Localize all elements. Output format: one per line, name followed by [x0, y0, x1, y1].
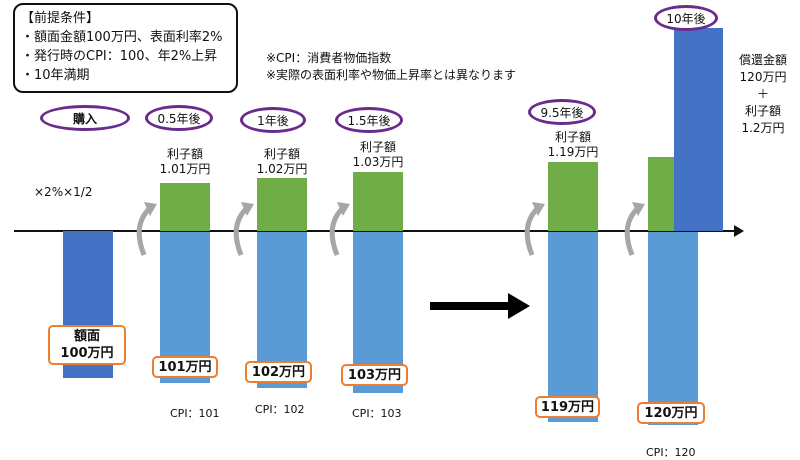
- interest-title: 利子額: [359, 140, 396, 154]
- bar-principal: [648, 232, 698, 425]
- conditions-box: 【前提条件】 ・額面金額100万円、表面利率2% ・発行時のCPI：100、年2…: [13, 3, 238, 93]
- oval-10y: 10年後: [654, 5, 718, 31]
- cpi-label: CPI：102: [255, 403, 305, 416]
- condition-line: ・額面金額100万円、表面利率2%: [21, 30, 223, 45]
- principal-value: 102万円: [251, 364, 306, 380]
- bar-interest: [160, 183, 210, 231]
- interest-value: 1.19万円: [547, 145, 599, 159]
- principal-box: 120万円: [637, 402, 705, 424]
- box-face-value: 額面 100万円: [48, 325, 126, 365]
- redemption-title: 償還金額: [738, 53, 787, 67]
- oval-period: 0.5年後: [145, 105, 213, 131]
- time-axis: [14, 230, 736, 232]
- bar-interest: [548, 162, 598, 231]
- cpi-label: CPI：120: [646, 446, 696, 459]
- purchase-label: 購入: [72, 111, 97, 126]
- interest-value: 1.03万円: [352, 155, 404, 169]
- principal-box: 102万円: [245, 361, 312, 383]
- principal-box: 119万円: [535, 396, 600, 418]
- period-label: 1年後: [257, 113, 289, 128]
- rollover-arrow-icon: [624, 202, 645, 256]
- period-label: 9.5年後: [540, 105, 584, 120]
- redemption-value: 120万円: [739, 70, 787, 84]
- period-label: 1.5年後: [347, 113, 391, 128]
- interest-title: 利子額: [554, 130, 591, 144]
- interest-value: 1.02万円: [256, 162, 308, 176]
- rollover-arrow-icon: [329, 202, 350, 256]
- bar-interest: [257, 178, 307, 231]
- oval-purchase: 購入: [40, 105, 130, 131]
- principal-box: 103万円: [341, 364, 408, 386]
- bar-interest: [353, 172, 403, 231]
- cpi-label: CPI：101: [170, 407, 220, 420]
- conditions-title: 【前提条件】: [21, 11, 100, 26]
- bar-principal: [548, 232, 598, 422]
- cpi-label: CPI：103: [352, 407, 402, 420]
- plus-sign: ＋: [756, 87, 769, 101]
- bar-redemption: [674, 28, 723, 231]
- principal-value: 101万円: [158, 359, 212, 375]
- rollover-arrow-icon: [233, 202, 254, 256]
- principal-value: 120万円: [644, 405, 698, 421]
- condition-line: ・10年満期: [21, 68, 90, 83]
- box-label: 額面: [73, 329, 100, 344]
- notes: ※CPI：消費者物価指数 ※実際の表面利率や物価上昇率とは異なります: [266, 50, 516, 84]
- oval-period: 1年後: [240, 107, 306, 133]
- period-label: 10年後: [666, 11, 706, 26]
- multiplier-label: ×2%×1/2: [34, 185, 93, 199]
- interest-value: 1.2万円: [741, 121, 785, 135]
- box-value: 100万円: [60, 346, 114, 361]
- principal-value: 119万円: [540, 399, 595, 415]
- oval-period: 1.5年後: [335, 107, 403, 133]
- principal-value: 103万円: [347, 367, 402, 383]
- rollover-arrow-icon: [136, 202, 157, 256]
- principal-box: 101万円: [152, 356, 218, 378]
- skip-arrow-icon: [430, 293, 530, 319]
- rollover-arrow-icon: [524, 202, 545, 256]
- note-cpi: ※CPI：消費者物価指数: [266, 51, 392, 65]
- interest-title: 利子額: [166, 147, 203, 161]
- interest-value: 1.01万円: [159, 162, 211, 176]
- condition-line: ・発行時のCPI：100、年2%上昇: [21, 49, 218, 64]
- interest-title: 利子額: [744, 104, 781, 118]
- period-label: 0.5年後: [157, 111, 201, 126]
- note-disclaimer: ※実際の表面利率や物価上昇率とは異なります: [266, 68, 517, 82]
- oval-period: 9.5年後: [528, 99, 596, 125]
- axis-arrow-icon: [734, 225, 744, 237]
- interest-title: 利子額: [263, 147, 300, 161]
- redemption-label: 償還金額 120万円 ＋ 利子額 1.2万円: [728, 52, 798, 137]
